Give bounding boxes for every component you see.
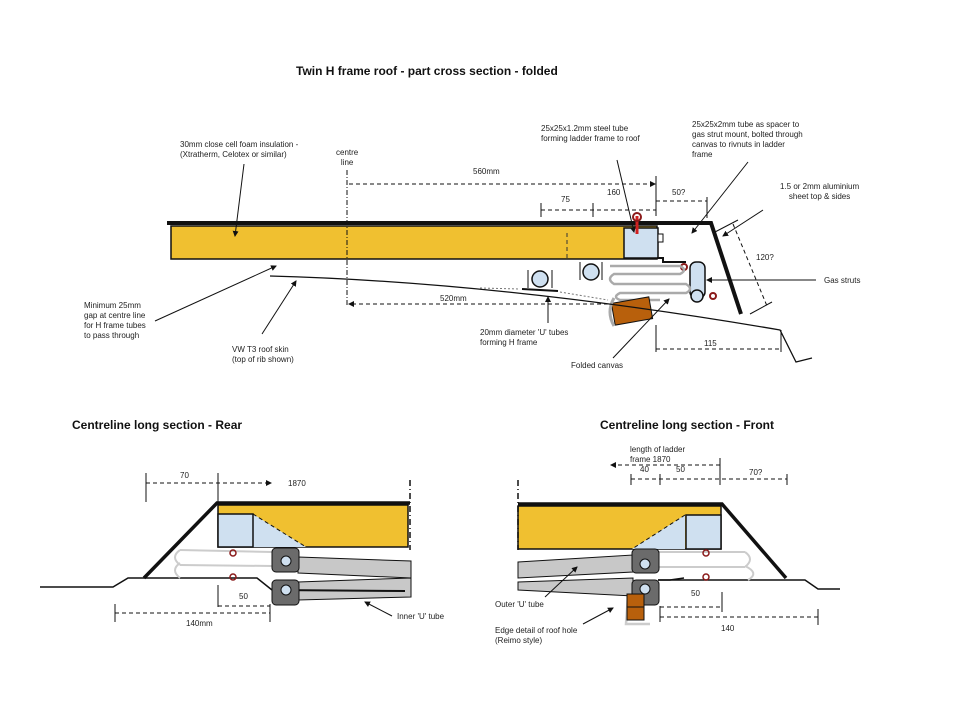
utubes-line1: 20mm diameter 'U' tubes [480, 328, 569, 337]
outer-u-tube-rear [297, 556, 412, 579]
ladder-length-label: length of ladder frame 1870 [630, 445, 685, 465]
edge-line1: Edge detail of roof hole [495, 626, 578, 635]
steel-tube-rear [217, 513, 254, 548]
dim-120q: 120? [756, 253, 774, 262]
dim-520: 520mm [440, 294, 467, 303]
inner-u-tube-rear [297, 577, 412, 601]
outer-u-tube-front [517, 554, 634, 579]
folded-canvas-shape [608, 264, 692, 302]
steel-tube-label: 25x25x1.2mm steel tube forming ladder fr… [541, 124, 640, 144]
dim-75: 75 [561, 195, 570, 204]
spacer-line2: gas strut mount, bolted through [692, 130, 803, 139]
skin-line2: (top of rib shown) [232, 355, 294, 364]
steel-tube-front [685, 514, 722, 550]
steel-tube [623, 227, 659, 259]
foam-insulation [170, 225, 658, 260]
outer-tube-label: Outer 'U' tube [495, 600, 544, 609]
alu-line2: sheet top & sides [788, 192, 851, 201]
main-title: Twin H frame roof - part cross section -… [296, 64, 558, 78]
spacer-line4: frame [692, 150, 713, 159]
alu-line1: 1.5 or 2mm aluminium [780, 182, 860, 191]
front-dim-40: 40 [640, 465, 649, 474]
ladder-line1: length of ladder [630, 445, 686, 454]
u-tubes-label: 20mm diameter 'U' tubes forming H frame [480, 328, 568, 348]
centre-label-line2: line [340, 158, 354, 167]
dim-50q: 50? [672, 188, 686, 197]
rear-dim-50: 50 [239, 592, 248, 601]
u-tube-section [582, 263, 600, 281]
front-dim-140: 140 [721, 624, 735, 633]
rear-dim-140: 140mm [186, 619, 213, 628]
foam-note-line2: (Xtratherm, Celotex or similar) [180, 150, 287, 159]
inner-tube-label: Inner 'U' tube [397, 612, 445, 621]
cross-section [154, 159, 816, 363]
spacer-label: 25x25x2mm tube as spacer to gas strut mo… [692, 120, 803, 160]
utubes-line2: forming H frame [480, 338, 538, 347]
rear-dim-1870: 1870 [288, 479, 306, 488]
gap-line4: to pass through [84, 331, 140, 340]
rear-title: Centreline long section - Rear [72, 418, 243, 432]
edge-line2: (Reimo style) [495, 636, 543, 645]
foam-note-line1: 30mm close cell foam insulation - [180, 140, 299, 149]
roof-skin [269, 275, 813, 363]
dim-560: 560mm [473, 167, 500, 176]
skin-line1: VW T3 roof skin [232, 345, 289, 354]
steel-tube-line2: forming ladder frame to roof [541, 134, 640, 143]
front-dim-50: 50 [676, 465, 685, 474]
dim-115: 115 [704, 339, 717, 348]
roof-skin-label: VW T3 roof skin (top of rib shown) [232, 345, 294, 365]
centre-line-label: centre line [336, 148, 358, 168]
edge-detail-label: Edge detail of roof hole (Reimo style) [495, 626, 577, 646]
aluminium-sheet [167, 221, 743, 315]
canvas-block [610, 296, 654, 326]
spacer-line3: canvas to rivnuts in ladder [692, 140, 785, 149]
spacer-line1: 25x25x2mm tube as spacer to [692, 120, 800, 129]
aluminium-label: 1.5 or 2mm aluminium sheet top & sides [780, 182, 859, 202]
front-section [517, 458, 840, 626]
steel-tube-line1: 25x25x1.2mm steel tube [541, 124, 629, 133]
gap-line2: gap at centre line [84, 311, 146, 320]
dim-160: 160 [607, 188, 621, 197]
edge-detail-block [626, 593, 645, 608]
front-dim-50b: 50 [691, 589, 700, 598]
rear-section [40, 473, 412, 622]
front-dim-70q: 70? [749, 468, 763, 477]
ladder-line2: frame 1870 [630, 455, 671, 464]
gap-note: Minimum 25mm gap at centre line for H fr… [84, 301, 146, 341]
folded-canvas-label: Folded canvas [571, 361, 624, 370]
gas-struts-label: Gas struts [824, 276, 861, 285]
gap-line1: Minimum 25mm [84, 301, 141, 310]
rear-dim-70: 70 [180, 471, 189, 480]
gap-line3: for H frame tubes [84, 321, 146, 330]
front-title: Centreline long section - Front [600, 418, 775, 432]
foam-note: 30mm close cell foam insulation - (Xtrat… [180, 140, 298, 160]
centre-label-line1: centre [336, 148, 359, 157]
